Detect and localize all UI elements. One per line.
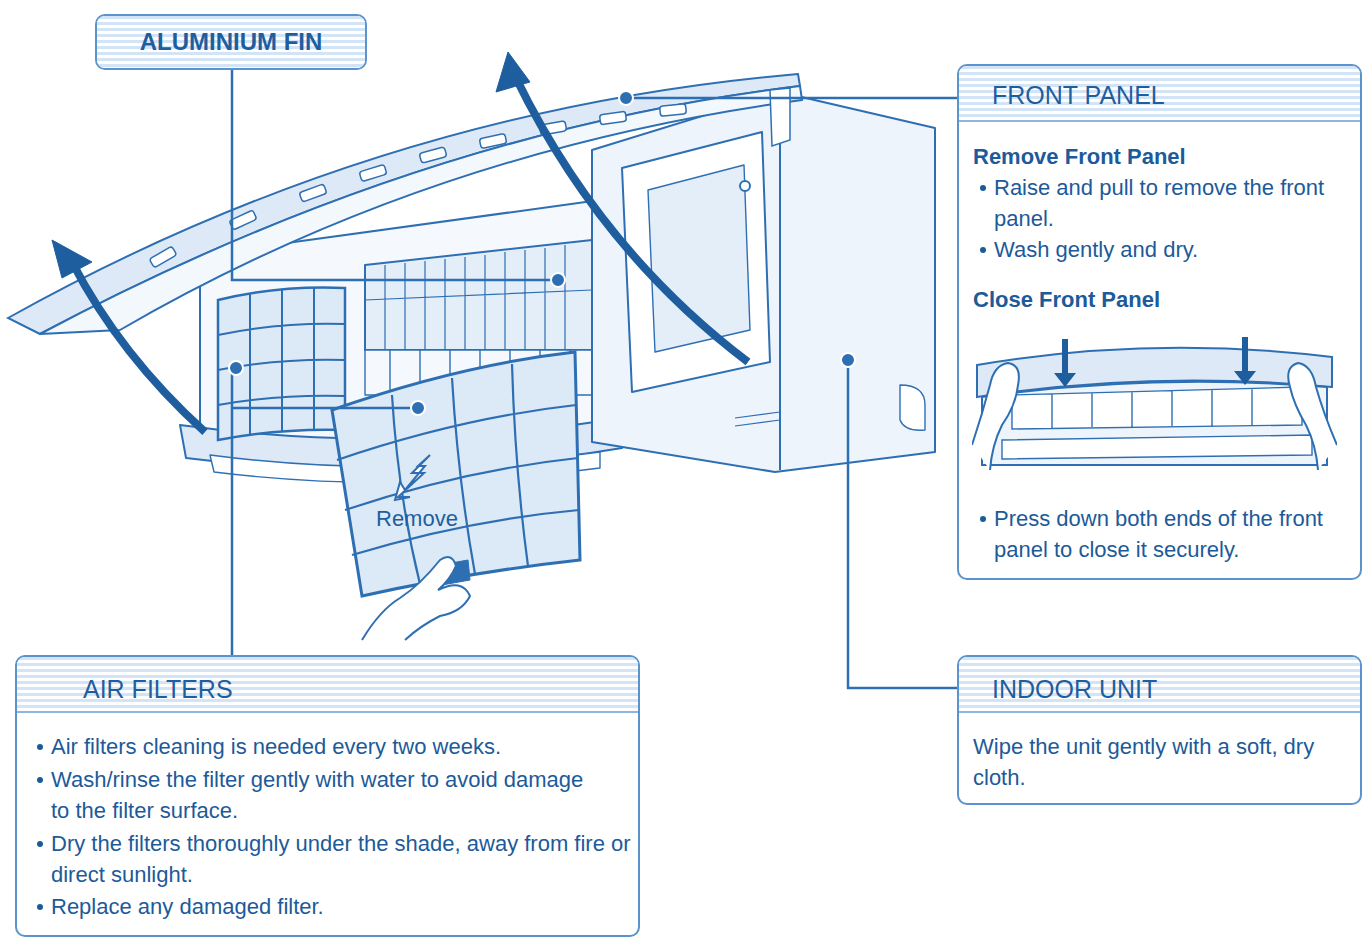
instruction-box: AIR FILTERS Air filters cleaning is neede… (15, 655, 640, 937)
end-cap (592, 92, 935, 472)
leader-dot (551, 273, 565, 287)
filter-frame (218, 288, 345, 441)
left-filter (218, 288, 345, 441)
arrow-head (52, 240, 92, 278)
bullet-dot (980, 247, 986, 253)
leader-dot (229, 361, 243, 375)
panel-vents (149, 104, 686, 268)
bullet-dot (980, 185, 986, 191)
vent (359, 164, 387, 181)
sub-heading: Close Front Panel (973, 284, 1343, 315)
bullet-dot (980, 516, 986, 522)
front-panel-lifted (8, 74, 802, 334)
bullet-dot (37, 904, 43, 910)
remove-arrow (395, 455, 430, 500)
curved-arrow (516, 78, 748, 362)
hand (362, 557, 470, 640)
leader-dot (841, 353, 855, 367)
vent (149, 246, 177, 268)
panel-edge (40, 86, 802, 334)
label-plate (735, 412, 780, 426)
vent (599, 111, 626, 125)
arrow (395, 455, 430, 500)
inset-body (982, 382, 1327, 465)
leader-line (232, 70, 558, 280)
filter-frame (332, 352, 580, 596)
leader-dots (229, 91, 855, 415)
box-heading: INDOOR UNIT (992, 674, 1352, 704)
part-label: Remove (376, 506, 458, 532)
fin-lines (365, 245, 592, 350)
inset-grille (1012, 387, 1302, 429)
bullet-text: Air filters cleaning is needed every two… (51, 731, 636, 762)
leader-lines (232, 70, 957, 688)
filter-grid (337, 364, 579, 584)
bullet-text: Press down both ends of the front panel … (994, 503, 1339, 565)
vent (299, 184, 327, 202)
panel-hinge (770, 88, 790, 146)
vent (229, 210, 257, 230)
curved-arrow (72, 262, 205, 432)
bullet-text: Raise and pull to remove the front panel… (994, 172, 1339, 234)
box-heading: FRONT PANEL (992, 80, 1352, 110)
aluminium-fin (365, 240, 592, 350)
bullet-dot (37, 841, 43, 847)
instruction-box: FRONT PANEL Remove Front PanelRaise and p… (957, 64, 1362, 580)
bullet-text: Wash gently and dry. (994, 234, 1339, 265)
vent (419, 147, 447, 163)
screw (740, 181, 750, 191)
bullet-dot (37, 777, 43, 783)
filter-grid (218, 288, 345, 436)
body-text: Wipe the unit gently with a soft, dry cl… (973, 731, 1323, 793)
leader-dot (619, 91, 633, 105)
bullet-text: Dry the filters thoroughly under the sha… (51, 828, 636, 890)
vent (479, 133, 507, 148)
leader-line (626, 97, 957, 100)
box-heading: AIR FILTERS (83, 674, 483, 704)
instruction-box: INDOOR UNIT Wipe the unit gently with a s… (957, 655, 1362, 805)
close-panel-inset (972, 325, 1337, 470)
callout-title: ALUMINIUM FIN (97, 27, 365, 57)
arrow-head (496, 52, 530, 92)
lift-arrows (52, 52, 748, 432)
end-cap-front (779, 92, 781, 470)
sub-heading: Remove Front Panel (973, 141, 1343, 172)
bullet-text: Wash/rinse the filter gently with water … (51, 764, 591, 826)
leader-dot (411, 401, 425, 415)
bullet-dot (37, 744, 43, 750)
leader-line (848, 360, 957, 688)
removed-filter (332, 352, 580, 596)
callout-box: ALUMINIUM FIN (95, 14, 367, 70)
inset-louver (1002, 435, 1312, 459)
bullet-text: Replace any damaged filter. (51, 891, 636, 922)
side-tab (900, 385, 925, 430)
vent (660, 104, 687, 117)
